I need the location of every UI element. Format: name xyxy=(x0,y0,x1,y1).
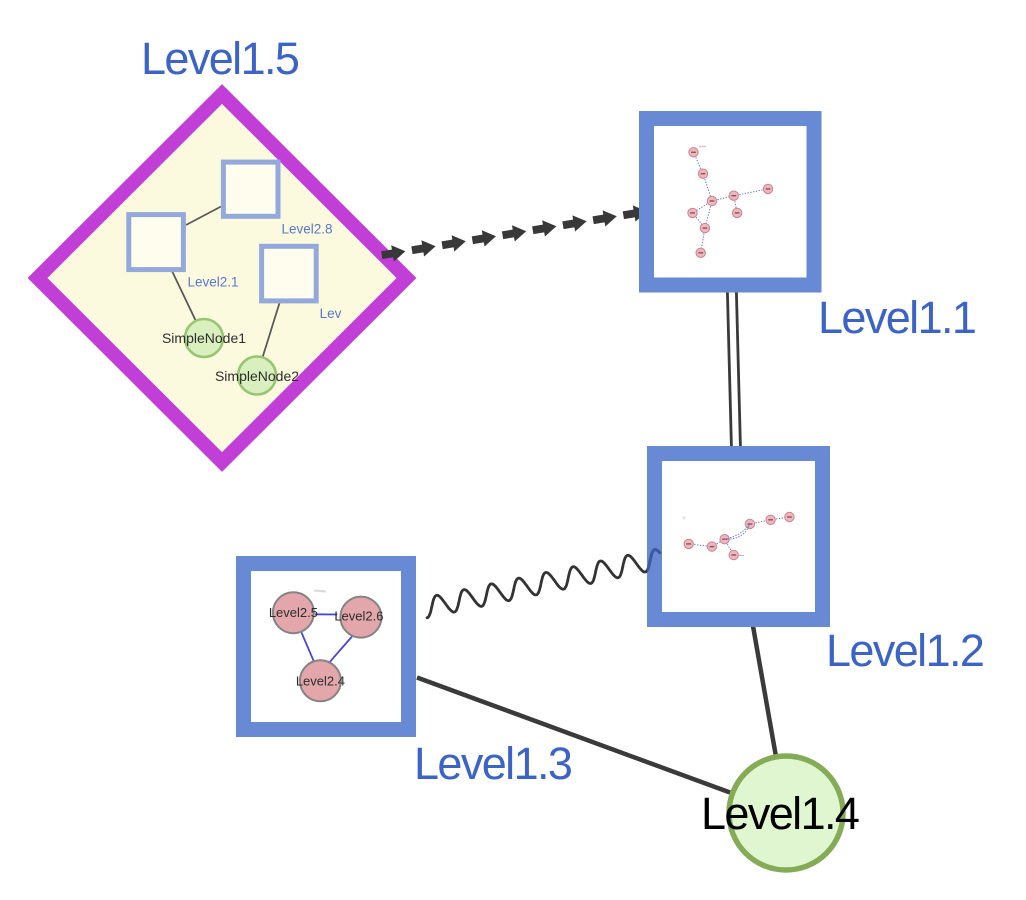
svg-text:Level2.8: Level2.8 xyxy=(281,222,332,237)
svg-text:Level1.3: Level1.3 xyxy=(414,738,572,789)
svg-text:Level1.2: Level1.2 xyxy=(826,625,983,676)
svg-text:Level1.4: Level1.4 xyxy=(701,788,859,839)
svg-text:Level1.1: Level1.1 xyxy=(818,292,975,343)
svg-text:Level2.5: Level2.5 xyxy=(269,605,318,620)
svg-text:Level2.1: Level2.1 xyxy=(187,275,238,290)
svg-text:Level1.5: Level1.5 xyxy=(141,33,299,84)
svg-text:Lev: Lev xyxy=(320,306,342,321)
svg-text:Level2.4: Level2.4 xyxy=(296,673,345,688)
svg-text:Level2.6: Level2.6 xyxy=(334,609,383,624)
svg-text:SimpleNode1: SimpleNode1 xyxy=(162,330,246,346)
svg-text:SimpleNode2: SimpleNode2 xyxy=(215,368,299,384)
